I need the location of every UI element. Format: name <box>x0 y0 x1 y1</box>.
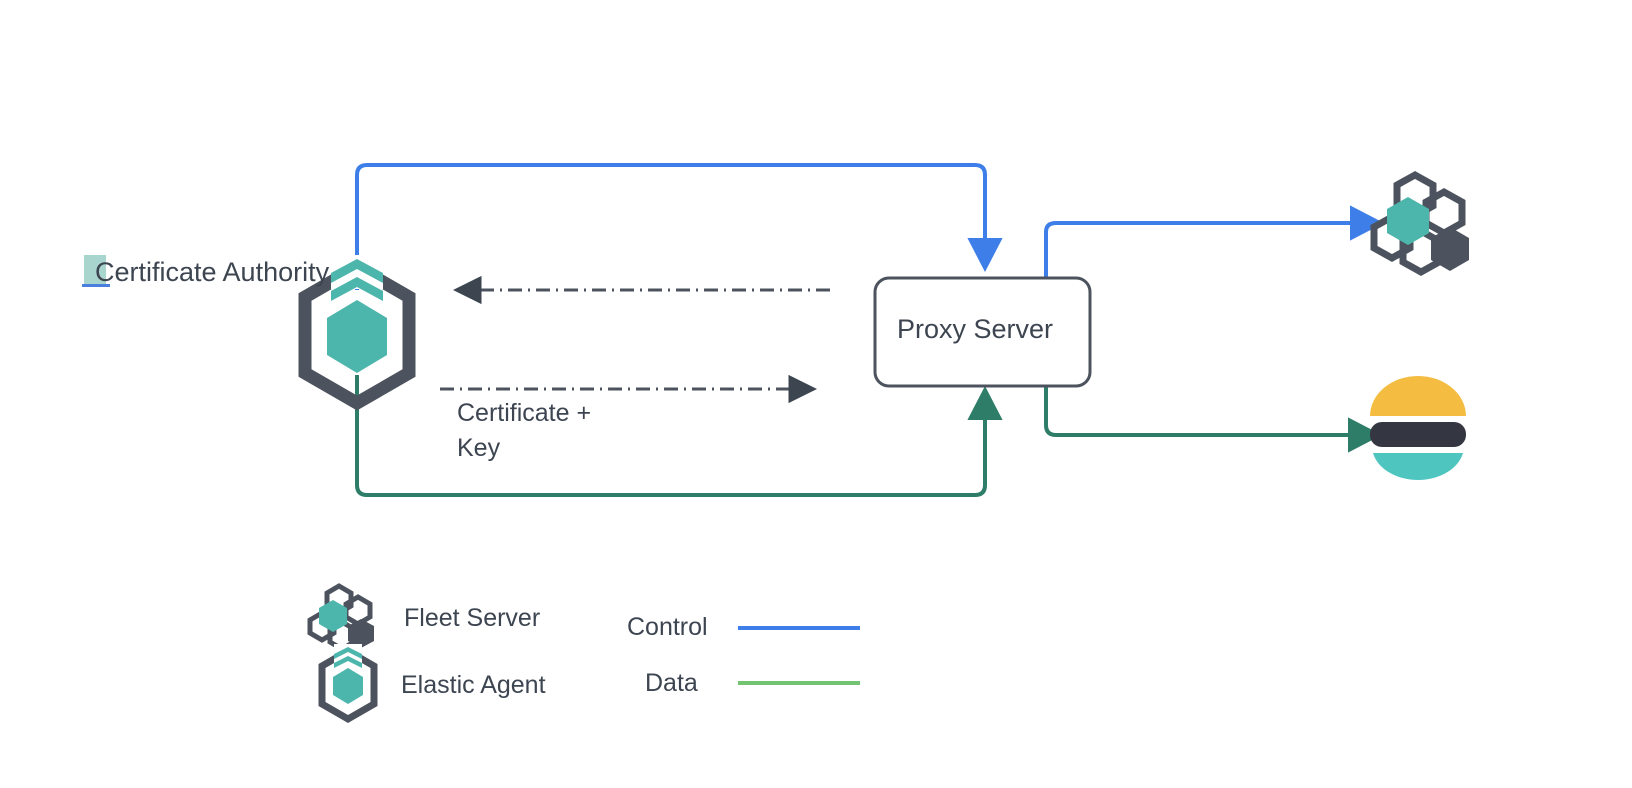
proxy-server-label[interactable]: Proxy Server <box>897 314 1054 344</box>
fleet-server-icon <box>1370 170 1469 277</box>
certificate-key-edge-label: Certificate + Key <box>457 399 592 462</box>
edge-data-agent-to-proxy <box>355 375 1003 497</box>
elastic-agent-icon <box>298 255 416 411</box>
edge-control-proxy-to-fleet <box>1044 205 1384 280</box>
certificate-authority-label[interactable]: Certificate Authority <box>95 257 330 287</box>
proxy-server-box[interactable] <box>873 276 1092 388</box>
elasticsearch-logo <box>1370 376 1466 480</box>
edge-control-agent-to-proxy <box>355 163 1003 290</box>
edge-data-proxy-to-elasticsearch <box>1044 382 1382 453</box>
legend-line-data-label: Data <box>645 669 698 697</box>
legend-elastic-agent-icon <box>318 644 378 724</box>
legend-item-elastic-agent-label: Elastic Agent <box>401 671 546 699</box>
text-cursor-underline <box>82 284 110 287</box>
text-selection-highlight <box>84 255 106 286</box>
legend-item-fleet-server-label: Fleet Server <box>404 604 541 632</box>
legend-fleet-server-icon <box>307 583 374 652</box>
legend-line-control-label: Control <box>627 613 708 641</box>
